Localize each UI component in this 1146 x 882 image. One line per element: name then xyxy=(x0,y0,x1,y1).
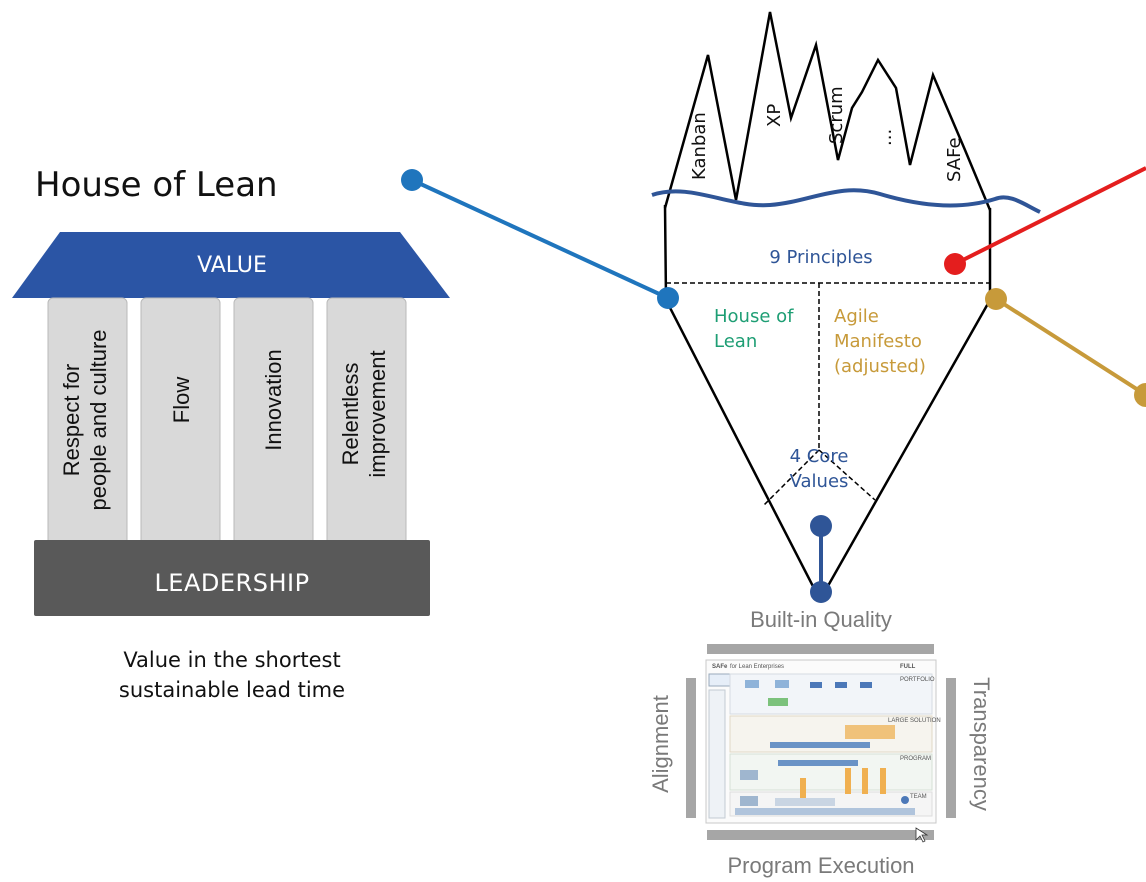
peak-label-ellipsis: ... xyxy=(875,129,896,146)
big-picture-level-team: TEAM xyxy=(910,794,927,800)
big-picture-title: SAFe xyxy=(712,664,728,670)
divider-core-right xyxy=(818,449,876,501)
peak-label-xp: XP xyxy=(764,104,785,127)
agile-manifesto-label-line1: Agile xyxy=(834,306,879,327)
bar-top xyxy=(707,644,934,654)
house-of-lean-title: House of Lean xyxy=(35,165,278,205)
iceberg-peaks-outline xyxy=(663,11,992,211)
big-picture-config: FULL xyxy=(900,664,916,670)
dot-core-values-bottom xyxy=(810,581,832,603)
peak-label-kanban: Kanban xyxy=(689,112,710,180)
core-value-alignment: Alignment xyxy=(648,695,673,793)
house-roof-label: VALUE xyxy=(197,253,267,278)
house-caption-line1: Value in the shortest xyxy=(123,648,340,672)
connector-agile-manifesto xyxy=(994,297,1146,397)
house-of-lean: House of Lean VALUE Respect for people a… xyxy=(12,165,450,702)
big-picture-level-program: PROGRAM xyxy=(900,756,931,762)
agile-manifesto-label-line3: (adjusted) xyxy=(834,356,926,377)
core-values-frame: Built-in Quality Alignment Transparency … xyxy=(648,607,994,878)
big-picture-level-large-solution: LARGE SOLUTION xyxy=(888,718,941,724)
bar-bottom xyxy=(707,830,934,840)
agile-manifesto-label-line2: Manifesto xyxy=(834,331,922,352)
big-picture-level-portfolio: PORTFOLIO xyxy=(900,677,935,683)
house-caption-line2: sustainable lead time xyxy=(119,678,345,702)
pillar-4-label-line2: improvement xyxy=(365,350,390,477)
pillar-2-label: Flow xyxy=(169,377,194,424)
house-roof xyxy=(12,232,450,298)
dot-house-iceberg xyxy=(657,287,679,309)
core-value-built-in-quality: Built-in Quality xyxy=(750,607,892,632)
house-of-lean-label-line1: House of xyxy=(714,306,794,327)
core-value-program-execution: Program Execution xyxy=(727,853,914,878)
core-values-label-line2: Values xyxy=(790,471,849,492)
waterline xyxy=(651,188,1041,214)
bar-right xyxy=(946,678,956,818)
pillar-1-label-line2: people and culture xyxy=(86,329,111,510)
connectors xyxy=(401,166,1146,603)
core-values-label-line1: 4 Core xyxy=(790,446,849,467)
peak-label-scrum: Scrum xyxy=(826,86,847,144)
dot-agile-manifesto-iceberg xyxy=(985,288,1007,310)
safe-big-picture-thumbnail: SAFe for Lean Enterprises FULL PORTFOLIO… xyxy=(705,659,941,843)
big-picture-subtitle: for Lean Enterprises xyxy=(730,664,784,670)
pillar-4-label-line1: Relentless xyxy=(338,363,363,466)
connector-house-of-lean xyxy=(411,178,669,300)
dot-core-values-top xyxy=(810,515,832,537)
house-of-lean-label-line2: Lean xyxy=(714,331,757,352)
pillar-3-label: Innovation xyxy=(261,349,286,451)
connector-principles xyxy=(954,166,1146,266)
iceberg: Kanban XP Scrum ... SAFe 9 Principles Ho… xyxy=(651,11,1041,603)
peak-label-safe: SAFe xyxy=(944,137,965,182)
core-value-transparency: Transparency xyxy=(969,677,994,811)
dot-agile-manifesto-end xyxy=(1134,383,1146,407)
nine-principles-label: 9 Principles xyxy=(769,247,872,268)
house-base-label: LEADERSHIP xyxy=(154,569,309,597)
house-base xyxy=(34,540,430,616)
divider-core-left xyxy=(762,449,820,507)
pillar-1-label-line1: Respect for xyxy=(59,364,84,477)
bar-left xyxy=(686,678,696,818)
dot-house-title xyxy=(401,169,423,191)
dot-principles xyxy=(944,253,966,275)
